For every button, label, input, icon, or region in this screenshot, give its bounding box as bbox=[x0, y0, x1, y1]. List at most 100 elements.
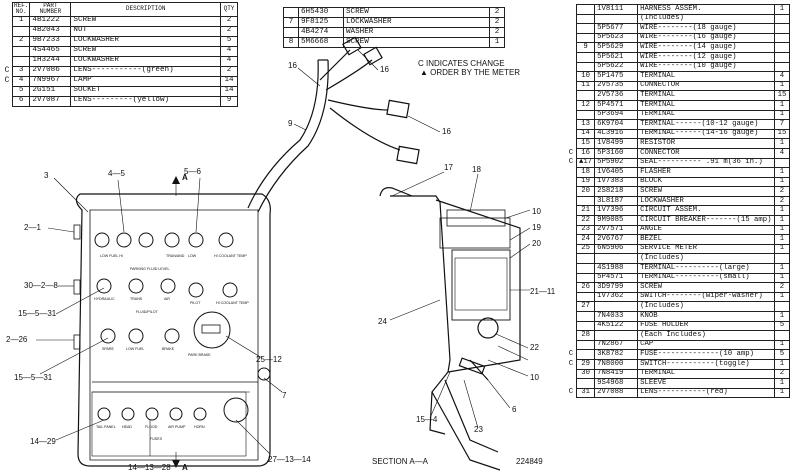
change-mark: C bbox=[568, 388, 574, 397]
ref-cell bbox=[575, 195, 596, 207]
ref-cell: 10 bbox=[575, 71, 596, 82]
qty-cell bbox=[774, 32, 790, 44]
change-mark bbox=[566, 244, 577, 254]
description-cell: WIRE--------(16 gauge) bbox=[637, 32, 775, 44]
wire-harness bbox=[247, 59, 319, 209]
qty-cell: 1 bbox=[489, 37, 505, 48]
description-cell: HARNESS ASSEM. bbox=[637, 4, 775, 15]
part-number-cell bbox=[594, 253, 639, 265]
lamp-label-2: TRAN/AND bbox=[166, 254, 185, 258]
qty-cell bbox=[774, 51, 790, 63]
qty-cell bbox=[774, 330, 790, 341]
table-row: 5P5677 WIRE--------(18 gauge) bbox=[566, 23, 790, 34]
description-cell: SCREW bbox=[70, 45, 221, 57]
change-mark bbox=[566, 129, 577, 139]
part-number-cell: 6H5430 bbox=[298, 7, 344, 18]
qty-cell: 5 bbox=[774, 349, 790, 360]
part-number-cell: 4L3916 bbox=[594, 128, 639, 140]
part-number-cell: 2V6767 bbox=[594, 234, 639, 245]
qty-cell: 1 bbox=[774, 4, 790, 15]
lamp-label-3: LOW bbox=[188, 254, 197, 258]
change-mark bbox=[566, 187, 577, 197]
part-number-cell: 5P5629 bbox=[594, 42, 639, 53]
change-mark bbox=[566, 139, 577, 149]
part-number-cell: 4B2043 bbox=[29, 25, 72, 37]
callout-14-29: 14—29 bbox=[30, 437, 56, 446]
description-cell: KNOB bbox=[637, 311, 775, 322]
part-number-cell: 5P1475 bbox=[594, 71, 639, 82]
ref-cell: ▲17 bbox=[575, 157, 596, 169]
change-mark bbox=[2, 96, 13, 106]
description-cell: NUT bbox=[70, 25, 221, 37]
ref-cell bbox=[575, 51, 596, 63]
description-cell: BLOCK bbox=[637, 176, 775, 188]
callout-6: 6 bbox=[512, 405, 517, 414]
part-number-cell: 5P5623 bbox=[594, 32, 639, 44]
part-number-cell: 9M9085 bbox=[594, 215, 639, 226]
callout-23: 23 bbox=[474, 425, 483, 434]
description-cell: (Includes) bbox=[637, 13, 775, 25]
change-mark bbox=[2, 86, 13, 96]
qty-cell: 15 bbox=[774, 128, 790, 140]
part-number-cell: 3L8187 bbox=[594, 195, 639, 207]
lamp-label-6: TRANS bbox=[130, 297, 143, 301]
part-number-cell: 3D9799 bbox=[594, 282, 639, 293]
part-number-cell: 2S8218 bbox=[594, 186, 639, 197]
ref-cell bbox=[11, 55, 31, 67]
ref-cell bbox=[575, 32, 596, 44]
part-number-cell: 5P3694 bbox=[594, 109, 639, 121]
table-row: 5P5622 WIRE--------(10 gauge) bbox=[566, 61, 790, 73]
description-cell: FLASHER bbox=[637, 167, 775, 178]
ref-cell: 27 bbox=[575, 301, 596, 312]
ref-cell: 5 bbox=[11, 85, 31, 97]
part-number-cell: 5P5622 bbox=[594, 61, 639, 73]
description-cell: CAP bbox=[637, 339, 775, 351]
ref-cell bbox=[575, 253, 596, 265]
part-number-cell: 9F8125 bbox=[298, 17, 344, 28]
qty-cell: 7 bbox=[774, 119, 790, 130]
change-mark bbox=[566, 100, 577, 110]
description-cell: LENS---------(yellow) bbox=[70, 95, 221, 107]
section-label: SECTION A—A bbox=[372, 457, 429, 466]
change-mark bbox=[566, 62, 577, 72]
part-number-cell: 5M6668 bbox=[298, 37, 344, 48]
callout-2-1: 2—1 bbox=[24, 223, 41, 232]
part-number-cell: 2G151 bbox=[29, 85, 72, 97]
qty-cell: 1 bbox=[774, 358, 790, 370]
description-cell: SOCKET bbox=[70, 85, 221, 97]
ref-cell: 8 bbox=[283, 37, 299, 48]
description-cell: SCREW bbox=[343, 7, 490, 18]
change-mark: C bbox=[4, 66, 10, 76]
description-cell: WIRE--------(12 gauge) bbox=[637, 51, 775, 63]
description-cell: WIRE--------(14 gauge) bbox=[637, 42, 775, 53]
qty-cell: 5 bbox=[774, 320, 790, 332]
qty-cell: 1 bbox=[774, 243, 790, 255]
change-mark bbox=[2, 46, 13, 56]
qty-cell: 1 bbox=[774, 176, 790, 188]
panel-inner bbox=[89, 209, 259, 461]
description-cell: SCREW bbox=[637, 186, 775, 197]
ref-cell bbox=[575, 291, 596, 303]
description-cell: CIRCUIT BREAKER-------(15 amp) bbox=[637, 215, 775, 226]
callout-10-lower: 10 bbox=[530, 373, 539, 382]
description-cell: LENS-----------(red) bbox=[637, 387, 775, 399]
description-cell: LOCKWASHER bbox=[70, 55, 221, 67]
qty-cell: 1 bbox=[774, 378, 790, 389]
change-mark bbox=[566, 72, 577, 82]
part-number-cell: 3K8782 bbox=[594, 349, 639, 360]
change-mark bbox=[566, 292, 577, 302]
description-cell: TERMINAL------(10-12 gauge) bbox=[637, 119, 775, 130]
